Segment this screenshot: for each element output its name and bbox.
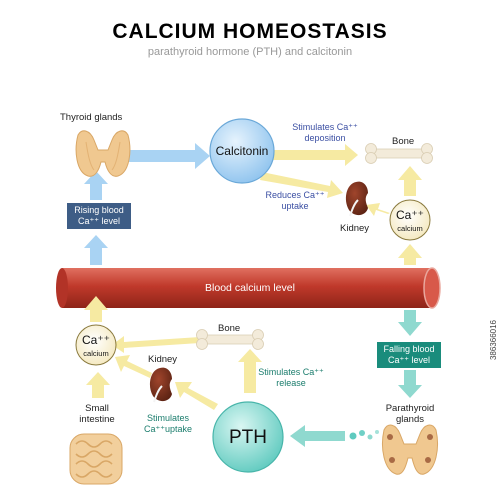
falling-path-arrows xyxy=(290,310,422,447)
small-intestine-label: Small intestine xyxy=(79,403,115,425)
parathyroid-label: Parathyroid glands xyxy=(385,403,435,425)
pth-circle xyxy=(212,401,284,473)
kidney-bottom-icon xyxy=(149,367,172,403)
effect-calcitonin-bone: Stimulates Ca⁺⁺ deposition xyxy=(292,122,358,143)
bone-bottom-label: Bone xyxy=(218,323,241,334)
small-intestine-icon xyxy=(69,433,123,485)
page-title: CALCIUM HOMEOSTASIS xyxy=(112,20,388,43)
arrow-calcitonin-to-bone xyxy=(268,144,358,166)
thyroid-label: Thyroid glands xyxy=(60,112,123,123)
effect-pth-bone: Stimulates Ca⁺⁺ release xyxy=(258,367,324,388)
calcium-ion-circle-bottom xyxy=(75,324,117,366)
blood-calcium-level-label: Blood calcium level xyxy=(205,282,295,294)
bone-top-icon xyxy=(365,143,433,164)
arrow-kidney-to-ca xyxy=(115,355,152,378)
calcitonin-effect-arrows xyxy=(260,144,422,265)
calcium-ion-name-top: calcium xyxy=(397,224,423,233)
rising-path-arrows xyxy=(84,143,210,265)
stock-id: 386366016 xyxy=(489,320,498,361)
arrow-bone-to-ca xyxy=(112,336,200,353)
arrow-falling-box-to-parathyroid xyxy=(398,370,422,398)
arrow-vessel-to-rising-box xyxy=(84,235,108,265)
bone-top-label: Bone xyxy=(392,136,415,147)
thyroid-gland-icon xyxy=(75,130,131,177)
arrow-vessel-to-ca-top xyxy=(398,244,422,265)
arrow-pth-to-kidney xyxy=(175,382,218,410)
arrow-pth-to-bone xyxy=(238,349,262,393)
page-subtitle: parathyroid hormone (PTH) and calcitonin xyxy=(147,46,353,58)
effect-calcitonin-kidney: Reduces Ca⁺⁺ uptake xyxy=(265,190,325,211)
pth-effect-arrows xyxy=(84,296,262,410)
kidney-top-label: Kidney xyxy=(340,223,370,234)
blood-vessel xyxy=(56,267,441,309)
pth-label: PTH xyxy=(229,427,267,448)
parathyroid-gland-icon xyxy=(382,424,438,475)
effect-pth-intestine: Stimulates Ca⁺⁺uptake xyxy=(143,413,193,434)
arrow-thyroid-to-calcitonin xyxy=(128,143,210,169)
calcitonin-label: Calcitonin xyxy=(215,144,269,158)
calcium-ion-name-bottom: calcium xyxy=(83,349,109,358)
arrow-ca-to-vessel xyxy=(84,296,108,322)
arrow-ca-to-kidney xyxy=(366,203,390,216)
arrow-vessel-to-falling-box xyxy=(398,310,422,336)
falling-blood-calcium-box: Falling blood Ca⁺⁺ level xyxy=(377,342,441,368)
calcium-ion-circle-top xyxy=(389,199,431,241)
calcium-ion-symbol-top: Ca⁺⁺ xyxy=(395,208,424,222)
arrow-rising-box-to-thyroid xyxy=(84,171,108,200)
arrow-intestine-to-ca xyxy=(86,372,110,398)
calcium-ion-symbol-bottom: Ca⁺⁺ xyxy=(81,333,110,347)
kidney-bottom-label: Kidney xyxy=(148,354,178,365)
calcitonin-circle xyxy=(209,118,275,184)
arrow-parathyroid-to-pth xyxy=(290,425,345,447)
arrow-calcitonin-to-kidney xyxy=(260,172,343,198)
kidney-top-icon xyxy=(345,181,368,217)
rising-blood-calcium-box: Rising blood Ca⁺⁺ level xyxy=(67,203,131,229)
bone-bottom-icon xyxy=(196,329,264,350)
arrow-ca-to-bone xyxy=(398,166,422,196)
